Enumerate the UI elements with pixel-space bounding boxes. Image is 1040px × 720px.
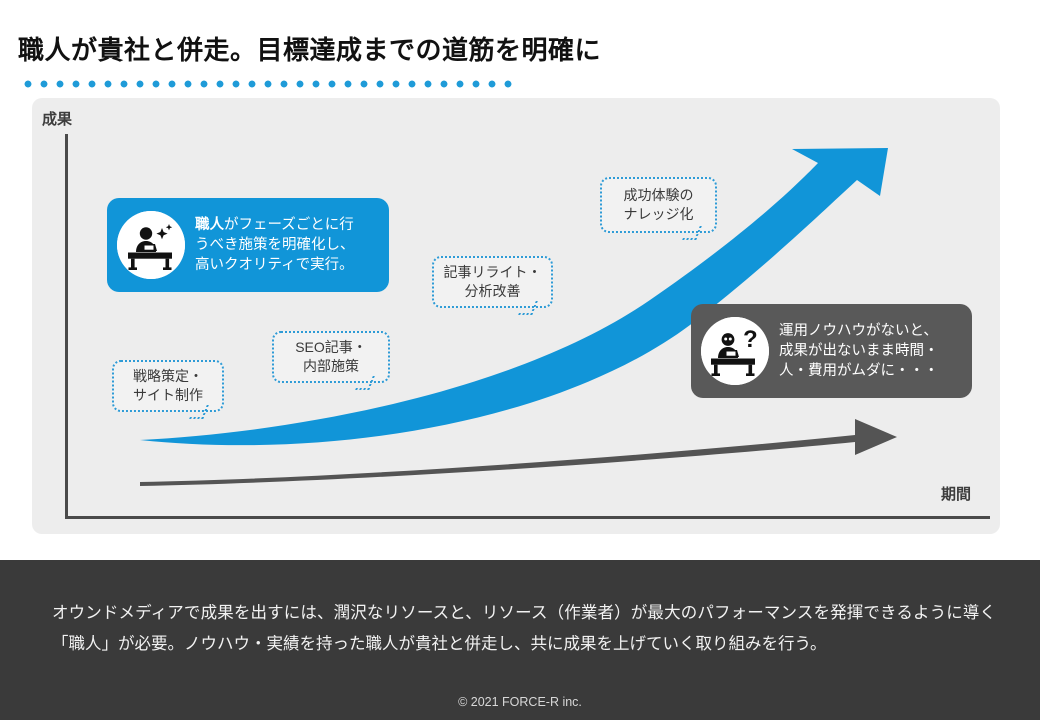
phase-label-line2: 内部施策 (303, 358, 359, 374)
y-axis-label: 成果 (42, 111, 73, 128)
callout-line-2: 成果が出ないまま時間・ (779, 343, 939, 359)
craftsman-at-desk-glyph (117, 211, 185, 279)
callout-line-2: うべき施策を明確化し、 (195, 237, 355, 253)
x-axis-line (65, 516, 990, 519)
footer-paragraph: オウンドメディアで成果を出すには、潤沢なリソースと、リソース（作業者）が最大のパ… (52, 604, 997, 653)
phase-label-line1: 戦略策定・ (133, 368, 203, 385)
callout-lead: 職人 (195, 217, 224, 233)
phase-label-line1: 記事リライト・ (443, 264, 542, 281)
callout-line-1-rest: がフェーズごとに行 (224, 217, 354, 233)
phase-label-line1: 成功体験の (623, 187, 694, 204)
phase-label-line2: 分析改善 (464, 283, 521, 299)
callout-craftsman-text: 職人がフェーズごとに行 うべき施策を明確化し、 高いクオリティで実行。 (195, 215, 355, 275)
x-axis-label: 期間 (941, 486, 972, 503)
phase-label-seo[interactable]: SEO記事・ 内部施策 (272, 331, 390, 390)
callout-line-1: 職人がフェーズごとに行 (195, 215, 355, 235)
callout-no-knowhow[interactable]: ? 運用ノウハウがないと、 成果が出ないまま時間・ 人・費用がムダに・・・ (691, 304, 972, 398)
craftsman-at-desk-icon (117, 211, 185, 279)
copyright-text: © 2021 FORCE-R inc. (458, 695, 582, 709)
callout-craftsman[interactable]: 職人がフェーズごとに行 うべき施策を明確化し、 高いクオリティで実行。 (107, 198, 389, 292)
callout-line-3: 人・費用がムダに・・・ (779, 363, 939, 379)
phase-label-knowledge[interactable]: 成功体験の ナレッジ化 (600, 177, 717, 240)
callout-line-1: 運用ノウハウがないと、 (779, 323, 938, 339)
phase-label-rewrite[interactable]: 記事リライト・ 分析改善 (432, 256, 553, 315)
phase-label-strategy[interactable]: 戦略策定・ サイト制作 (112, 360, 224, 419)
footer-band: オウンドメディアで成果を出すには、潤沢なリソースと、リソース（作業者）が最大のパ… (0, 560, 1040, 720)
phase-label-line2: ナレッジ化 (623, 206, 694, 222)
phase-label-line2: サイト制作 (133, 387, 203, 403)
confused-worker-glyph: ? (701, 317, 769, 385)
page-title: 職人が貴社と併走。目標達成までの道筋を明確に (18, 35, 602, 65)
phase-label-line1: SEO記事・ (295, 339, 367, 356)
confused-worker-icon: ? (701, 317, 769, 385)
svg-text:?: ? (743, 326, 758, 353)
callout-no-knowhow-text: 運用ノウハウがないと、 成果が出ないまま時間・ 人・費用がムダに・・・ (779, 321, 939, 381)
y-axis-line (65, 134, 68, 519)
callout-line-3: 高いクオリティで実行。 (195, 257, 354, 273)
title-dotted-rule (20, 80, 520, 88)
